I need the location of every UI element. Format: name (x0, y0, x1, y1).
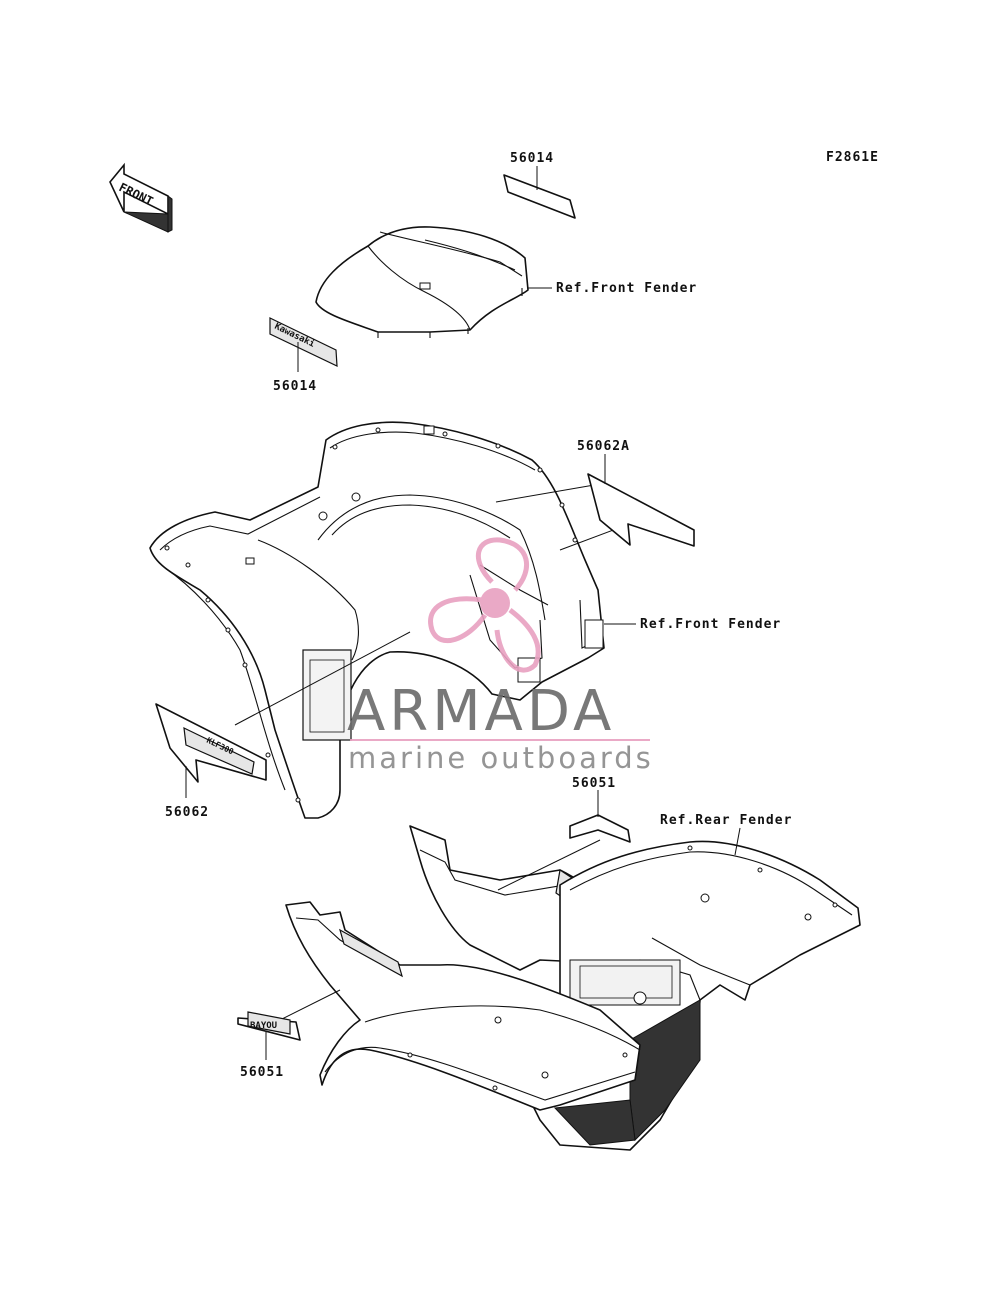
decal-56014-strip: 56014 (503, 151, 576, 219)
propeller-logo-icon (428, 537, 541, 673)
front-fender-cover: Ref.Front Fender (315, 226, 697, 338)
callout-56062: 56062 (165, 805, 209, 820)
callout-56014-left: 56014 (273, 379, 317, 394)
decal-56062: KLF300 56062 (155, 703, 267, 820)
callout-ref-rear-fender: Ref.Rear Fender (660, 813, 792, 828)
decal-kawasaki: Kawasaki 56014 (269, 317, 338, 394)
callout-56014-top: 56014 (510, 151, 554, 166)
front-arrow-icon: FRONT (109, 162, 173, 233)
decal-56051-bayou: BAYOU 56051 (237, 1011, 301, 1080)
decal-56051-plate: 56051 (569, 776, 631, 843)
callout-56051-right: 56051 (572, 776, 616, 791)
watermark: ARMADA marine outboards (347, 537, 654, 775)
figure-code: F2861E (826, 150, 879, 165)
watermark-brand: ARMADA (347, 679, 615, 744)
decal-56051-text: BAYOU (250, 1021, 277, 1031)
decal-56062a: 56062A (577, 439, 695, 547)
watermark-tagline: marine outboards (348, 741, 654, 775)
front-fender-main: Ref.Front Fender (149, 421, 781, 819)
rear-fender-assembly: Ref.Rear Fender (279, 813, 861, 1151)
callout-56062a: 56062A (577, 439, 630, 454)
callout-56051-left: 56051 (240, 1065, 284, 1080)
callout-ref-front-fender-1: Ref.Front Fender (556, 281, 697, 296)
callout-ref-front-fender-2: Ref.Front Fender (640, 617, 781, 632)
